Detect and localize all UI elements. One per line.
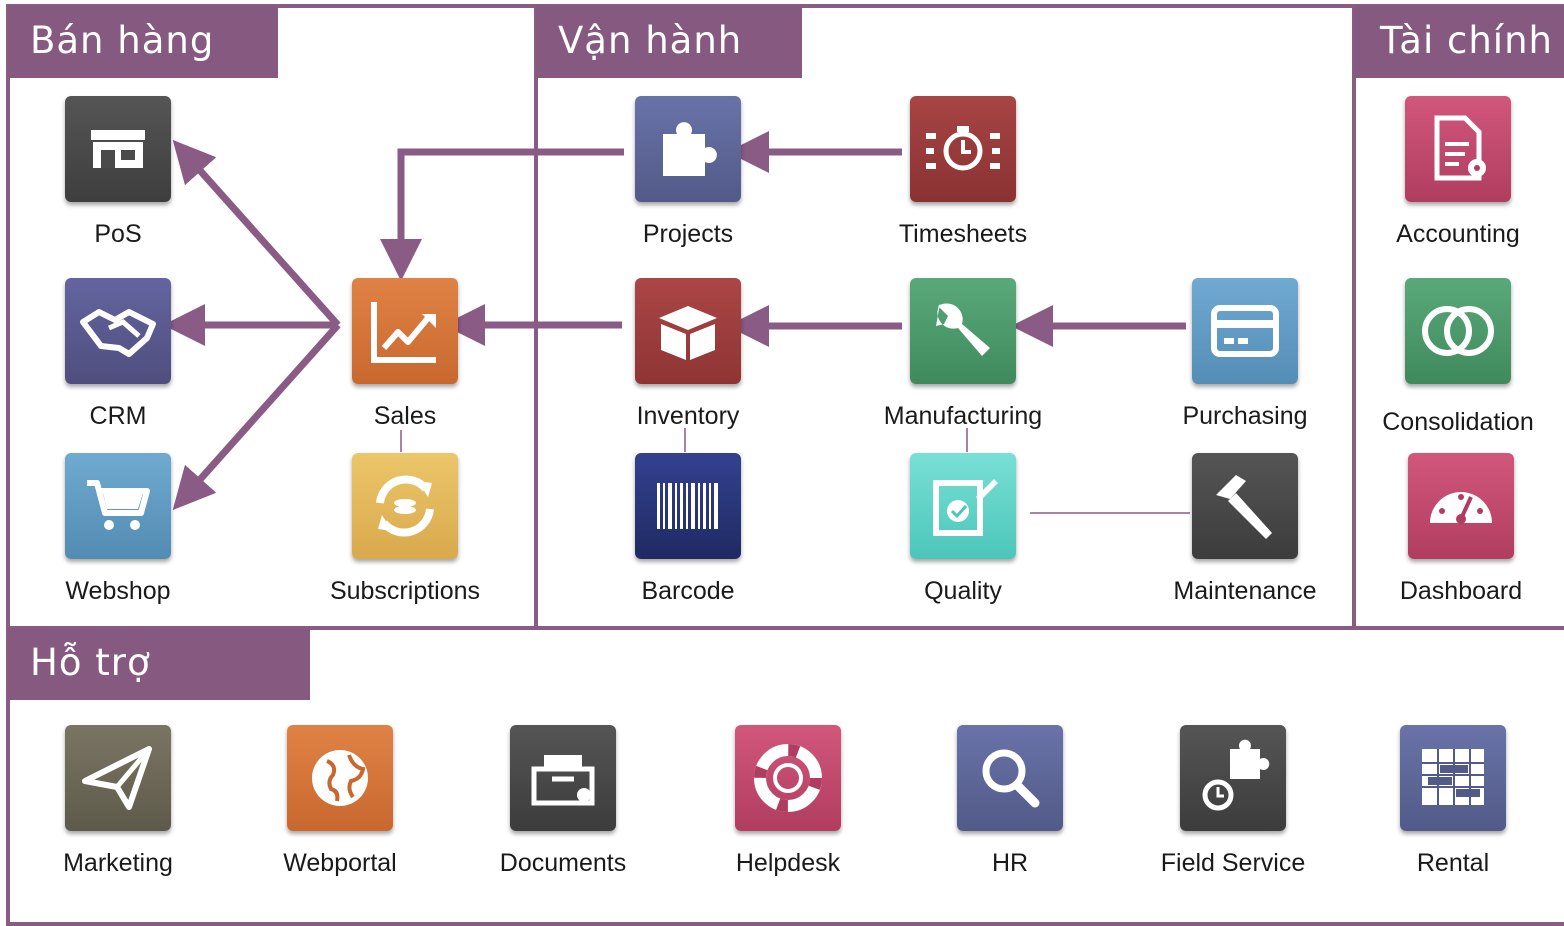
file-tray-icon bbox=[510, 725, 616, 831]
schedule-grid-icon bbox=[1400, 725, 1506, 831]
barcode-icon bbox=[635, 453, 741, 559]
magnifier-icon bbox=[957, 725, 1063, 831]
app-helpdesk[interactable]: Helpdesk bbox=[703, 725, 873, 878]
shopping-cart-icon bbox=[65, 453, 171, 559]
quality-check-icon bbox=[910, 453, 1016, 559]
app-maintenance[interactable]: Maintenance bbox=[1160, 453, 1330, 606]
app-label-purchasing: Purchasing bbox=[1182, 402, 1308, 430]
hammer-icon bbox=[1192, 453, 1298, 559]
arrow-sales-to-webshop bbox=[172, 322, 341, 511]
app-quality[interactable]: Quality bbox=[878, 453, 1048, 606]
puzzle-icon bbox=[635, 96, 741, 202]
app-label-projects: Projects bbox=[642, 220, 734, 248]
app-inventory[interactable]: Inventory bbox=[603, 278, 773, 431]
section-title-sales: Bán hàng bbox=[8, 6, 278, 78]
app-barcode[interactable]: Barcode bbox=[603, 453, 773, 606]
lifebuoy-icon bbox=[735, 725, 841, 831]
document-gear-icon bbox=[1405, 96, 1511, 202]
overlap-circles-icon bbox=[1405, 278, 1511, 384]
app-purchasing[interactable]: Purchasing bbox=[1160, 278, 1330, 431]
app-label-crm: CRM bbox=[89, 402, 147, 430]
app-label-documents: Documents bbox=[499, 849, 627, 877]
recurring-icon bbox=[352, 453, 458, 559]
app-label-quality: Quality bbox=[924, 577, 1002, 605]
app-pos[interactable]: PoS bbox=[33, 96, 203, 249]
section-title-operations: Vận hành bbox=[536, 6, 802, 78]
wrench-icon bbox=[910, 278, 1016, 384]
app-label-maintenance: Maintenance bbox=[1173, 577, 1317, 605]
app-consolidation[interactable]: Consolidation bbox=[1373, 278, 1543, 437]
app-timesheets[interactable]: Timesheets bbox=[878, 96, 1048, 249]
stopwatch-icon bbox=[910, 96, 1016, 202]
app-subscriptions[interactable]: Subscriptions bbox=[320, 453, 490, 606]
app-label-field-service: Field Service bbox=[1160, 849, 1306, 877]
app-dashboard[interactable]: Dashboard bbox=[1376, 453, 1546, 606]
app-label-timesheets: Timesheets bbox=[898, 220, 1028, 248]
paper-plane-icon bbox=[65, 725, 171, 831]
section-title-support: Hỗ trợ bbox=[8, 628, 310, 700]
app-label-barcode: Barcode bbox=[641, 577, 735, 605]
app-label-hr: HR bbox=[991, 849, 1029, 877]
app-crm[interactable]: CRM bbox=[33, 278, 203, 431]
app-hr[interactable]: HR bbox=[925, 725, 1095, 878]
app-accounting[interactable]: Accounting bbox=[1373, 96, 1543, 249]
puzzle-stopwatch-icon bbox=[1180, 725, 1286, 831]
app-webshop[interactable]: Webshop bbox=[33, 453, 203, 606]
trend-chart-icon bbox=[352, 278, 458, 384]
app-label-manufacturing: Manufacturing bbox=[883, 402, 1043, 430]
handshake-icon bbox=[65, 278, 171, 384]
app-label-subscriptions: Subscriptions bbox=[329, 577, 481, 605]
section-title-finance: Tài chính bbox=[1354, 6, 1564, 78]
globe-icon bbox=[287, 725, 393, 831]
arrow-projects-to-sales bbox=[380, 148, 624, 281]
app-webportal[interactable]: Webportal bbox=[255, 725, 425, 878]
app-label-webportal: Webportal bbox=[283, 849, 397, 877]
box-icon bbox=[635, 278, 741, 384]
app-label-consolidation: Consolidation bbox=[1382, 408, 1534, 436]
app-field-service[interactable]: Field Service bbox=[1148, 725, 1318, 878]
app-marketing[interactable]: Marketing bbox=[33, 725, 203, 878]
app-label-rental: Rental bbox=[1416, 849, 1490, 877]
app-projects[interactable]: Projects bbox=[603, 96, 773, 249]
app-label-helpdesk: Helpdesk bbox=[735, 849, 841, 877]
app-label-marketing: Marketing bbox=[63, 849, 173, 877]
credit-card-icon bbox=[1192, 278, 1298, 384]
app-label-inventory: Inventory bbox=[636, 402, 740, 430]
app-rental[interactable]: Rental bbox=[1368, 725, 1538, 878]
app-sales[interactable]: Sales bbox=[320, 278, 490, 431]
app-label-dashboard: Dashboard bbox=[1399, 577, 1523, 605]
store-icon bbox=[65, 96, 171, 202]
arrow-sales-to-pos bbox=[172, 139, 341, 328]
app-label-accounting: Accounting bbox=[1396, 220, 1520, 248]
gauge-icon bbox=[1408, 453, 1514, 559]
app-documents[interactable]: Documents bbox=[478, 725, 648, 878]
app-label-webshop: Webshop bbox=[65, 577, 171, 605]
app-label-pos: PoS bbox=[94, 220, 142, 248]
app-manufacturing[interactable]: Manufacturing bbox=[878, 278, 1048, 431]
app-label-sales: Sales bbox=[373, 402, 437, 430]
